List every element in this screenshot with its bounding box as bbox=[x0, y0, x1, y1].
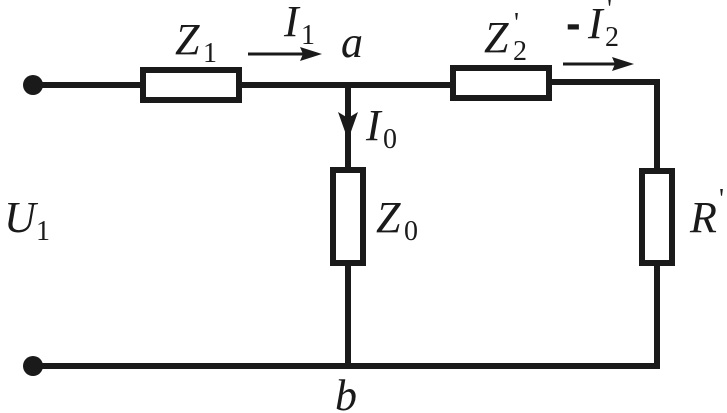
svg-text:1: 1 bbox=[36, 216, 50, 247]
svg-text:': ' bbox=[607, 0, 612, 25]
label-minus-i2-prime: - I 2 ' bbox=[566, 0, 619, 53]
svg-text:2: 2 bbox=[605, 22, 619, 53]
resistor-r-prime bbox=[639, 168, 675, 266]
svg-text:1: 1 bbox=[203, 38, 217, 69]
svg-text:I: I bbox=[587, 0, 605, 48]
label-z2-prime: Z 2 ' bbox=[484, 8, 527, 67]
svg-text:1: 1 bbox=[301, 20, 315, 51]
current-arrow-i1 bbox=[248, 47, 322, 61]
svg-text:U: U bbox=[4, 193, 39, 242]
node-label-a: a bbox=[341, 18, 363, 67]
svg-text:0: 0 bbox=[383, 124, 397, 155]
label-z1: Z 1 bbox=[175, 15, 217, 69]
label-i1: I 1 bbox=[283, 0, 315, 51]
label-u1: U 1 bbox=[4, 193, 50, 247]
svg-text:Z: Z bbox=[175, 15, 200, 64]
svg-text:I: I bbox=[365, 101, 383, 150]
label-z0: Z 0 bbox=[376, 193, 418, 247]
label-r-prime: R ' bbox=[689, 184, 724, 242]
svg-text:': ' bbox=[514, 8, 519, 39]
resistor-z0 bbox=[330, 167, 366, 266]
input-terminal-top bbox=[23, 75, 43, 95]
resistor-z1 bbox=[140, 67, 242, 103]
resistor-z2-prime bbox=[450, 65, 552, 101]
svg-text:I: I bbox=[283, 0, 301, 46]
svg-text:2: 2 bbox=[513, 36, 527, 67]
svg-text:': ' bbox=[719, 184, 724, 215]
input-terminal-bottom bbox=[23, 356, 43, 376]
node-label-b: b bbox=[335, 371, 357, 413]
current-arrow-i2-prime bbox=[563, 57, 634, 71]
current-arrow-i0 bbox=[338, 112, 358, 140]
svg-text:Z: Z bbox=[376, 193, 401, 242]
label-i0: I 0 bbox=[365, 101, 397, 155]
svg-text:-: - bbox=[566, 0, 581, 48]
svg-text:R: R bbox=[689, 193, 717, 242]
svg-text:0: 0 bbox=[404, 216, 418, 247]
svg-text:Z: Z bbox=[484, 13, 509, 62]
